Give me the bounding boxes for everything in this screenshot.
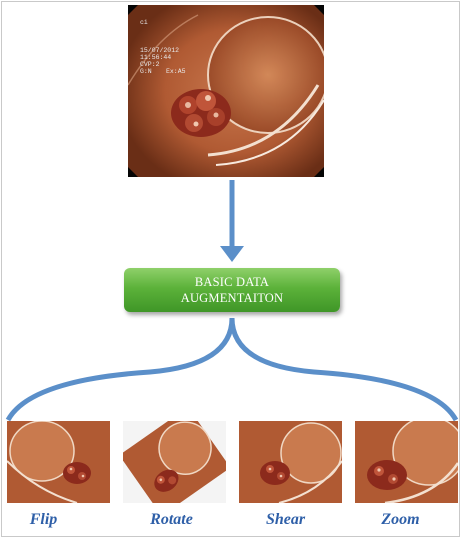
brace-left — [8, 318, 232, 420]
zoom-thumbnail — [355, 421, 458, 503]
flip-image — [7, 421, 110, 503]
down-arrow-head — [220, 246, 244, 262]
basic-data-augmentation-box: BASIC DATA AUGMENTAITON — [124, 268, 340, 312]
caption-shear: Shear — [234, 511, 337, 529]
process-box-line1: BASIC DATA — [124, 274, 340, 290]
caption-zoom: Zoom — [349, 511, 452, 529]
caption-rotate: Rotate — [120, 511, 223, 529]
shear-thumbnail — [239, 421, 342, 503]
flip-thumbnail — [7, 421, 110, 503]
brace-right — [232, 318, 456, 420]
process-box-line2: AUGMENTAITON — [124, 290, 340, 306]
shear-image — [239, 421, 342, 503]
rotate-image — [123, 421, 226, 503]
zoom-image — [355, 421, 458, 503]
rotate-thumbnail — [123, 421, 226, 503]
caption-flip: Flip — [0, 511, 95, 529]
